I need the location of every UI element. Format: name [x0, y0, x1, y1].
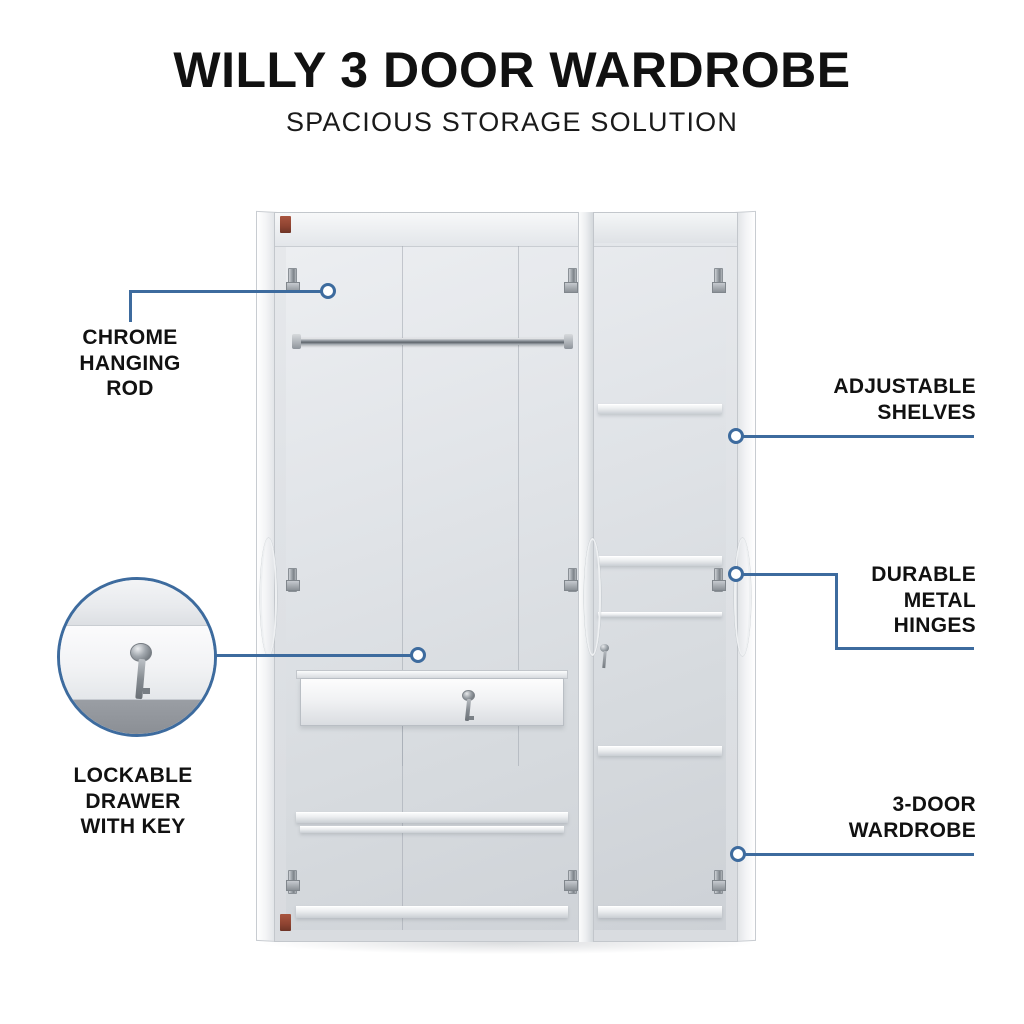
callout-dot-durable-hinges[interactable] [728, 566, 744, 582]
adjustable-shelf-1 [598, 404, 722, 414]
callout-hinges-leader-horizontal-top [742, 573, 838, 576]
callout-dot-chrome-rod[interactable] [320, 283, 336, 299]
hinge-plate-mid-mid [564, 580, 578, 591]
adjustable-shelf-3 [598, 746, 722, 756]
callout-three-door-line1: 3-DOOR [892, 793, 976, 816]
callout-hinges-leader-vertical [835, 573, 838, 650]
magnifier-shadow-band [60, 700, 214, 734]
rod-end-cap-right [564, 334, 573, 349]
right-compartment [594, 246, 726, 930]
wardrobe-top-panel-right [586, 213, 737, 243]
adjustable-shelf-2b [598, 612, 722, 617]
left-shelf-lower [296, 812, 568, 823]
callout-drawer-line1: LOCKABLE [73, 764, 193, 787]
back-panel-seam [518, 246, 519, 766]
callout-chrome-rod-leader-horizontal [129, 290, 325, 293]
callout-label-three-door: 3-DOOR WARDROBE [740, 792, 976, 843]
callout-shelves-line1: ADJUSTABLE [833, 375, 976, 398]
callout-label-chrome-rod: CHROME HANGING ROD [30, 325, 230, 402]
callout-drawer-leader-horizontal [215, 654, 422, 657]
callout-hinges-leader-horizontal-bottom [835, 647, 974, 650]
middle-door-lock-icon [600, 644, 609, 652]
adjustable-shelf-2 [598, 556, 722, 566]
callout-chrome-rod-line1: CHROME [82, 326, 178, 349]
door-handle-left [260, 538, 277, 656]
door-handle-right [734, 538, 751, 656]
back-panel-seam [402, 246, 403, 766]
right-base-panel [598, 906, 722, 918]
callout-dot-adjustable-shelves[interactable] [728, 428, 744, 444]
product-shadow [264, 940, 750, 954]
hinge-plate-top-right [712, 282, 726, 293]
magnifier-drawer-top-band [60, 580, 214, 627]
hinge-plate-top-mid [564, 282, 578, 293]
callout-dot-lockable-drawer[interactable] [410, 647, 426, 663]
magnifier-lockable-drawer [57, 577, 217, 737]
callout-label-adjustable-shelves: ADJUSTABLE SHELVES [740, 374, 976, 425]
page-subtitle: SPACIOUS STORAGE SOLUTION [285, 107, 739, 137]
left-compartment [286, 246, 578, 930]
callout-label-durable-hinges: DURABLE METAL HINGES [740, 562, 976, 639]
callout-chrome-rod-line2: HANGING [79, 351, 181, 375]
callout-shelves-leader-horizontal [742, 435, 974, 438]
cam-fitting-top-left [280, 216, 291, 233]
cam-fitting-bottom-left [280, 914, 291, 931]
left-base-panel [296, 906, 568, 918]
callout-hinges-line1: DURABLE [871, 563, 976, 586]
hinge-plate-bottom-left [286, 880, 300, 891]
page-title: WILLY 3 DOOR WARDROBE [173, 42, 851, 98]
chrome-hanging-rod [298, 338, 566, 345]
callout-dot-three-door[interactable] [730, 846, 746, 862]
hinge-plate-bottom-right [712, 880, 726, 891]
hinge-plate-bottom-mid [564, 880, 578, 891]
lockable-drawer [300, 678, 564, 726]
callout-three-door-line2: WARDROBE [848, 818, 976, 842]
wardrobe-product-image [256, 198, 756, 954]
hinge-plate-mid-left [286, 580, 300, 591]
callout-label-lockable-drawer: LOCKABLE DRAWER WITH KEY [33, 763, 233, 840]
callout-shelves-line2: SHELVES [877, 400, 976, 424]
door-handle-middle [584, 538, 601, 656]
callout-hinges-line2: METAL [903, 588, 976, 612]
rod-end-cap-left [292, 334, 301, 349]
drawer-key-bit [469, 716, 474, 720]
callout-drawer-line3: WITH KEY [80, 815, 186, 839]
callout-hinges-line3: HINGES [893, 614, 976, 638]
callout-chrome-rod-line3: ROD [106, 377, 154, 401]
callout-chrome-rod-leader-vertical [129, 290, 132, 322]
callout-three-door-leader-horizontal [744, 853, 974, 856]
callout-drawer-line2: DRAWER [85, 789, 181, 813]
hinge-plate-mid-right [712, 580, 726, 591]
magnified-key-bit [143, 688, 150, 694]
left-shelf-lower-edge [300, 826, 564, 833]
